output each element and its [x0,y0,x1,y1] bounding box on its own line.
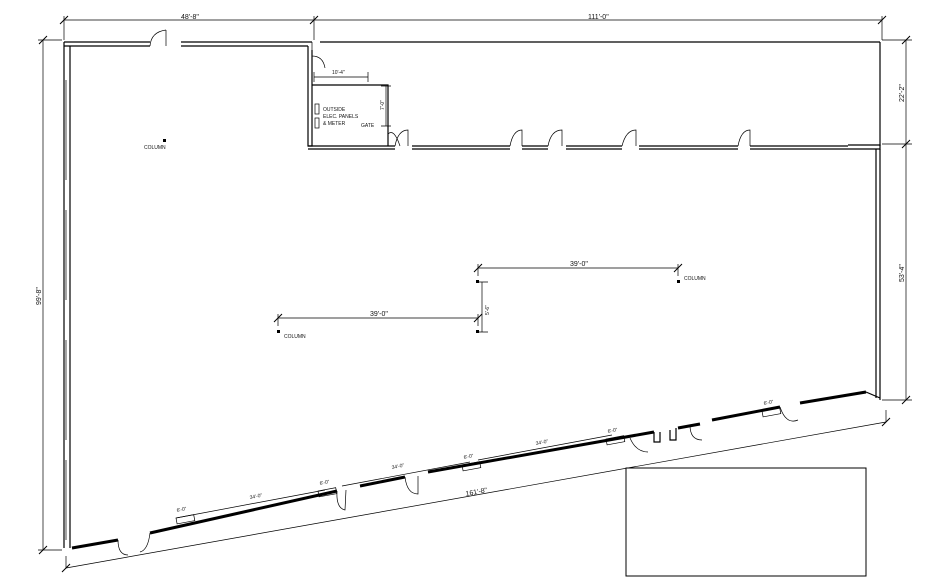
door-swing-top-elec [311,42,326,69]
meter-icon [314,117,320,129]
column-label-3: COLUMN [284,334,306,340]
door-dim-4: 6'-0" [607,427,618,435]
door-swing-sf-6 [779,406,799,422]
door-dim-1: 6'-0" [176,506,187,514]
dim-right-upper: 22'-2" [899,84,906,102]
dim-left: 99'-8" [36,287,43,305]
column-label-1: COLUMN [144,145,166,151]
sf-dim-2: 34'-0" [391,463,405,471]
exterior-walls [63,41,881,550]
elec-label-line2: ELEC. PANELS [323,114,359,120]
door-dim-2: 6'-0" [319,479,330,487]
door-swing-2 [509,129,523,147]
dim-column-offset: 5'-6" [485,305,491,315]
elec-panel-icon [314,103,320,115]
dim-right-lower: 53'-4" [899,264,906,282]
elec-width-dim: 10'-4" [332,70,345,76]
sf-dim-1: 34'-0" [249,493,263,501]
door-swing-sf-5 [689,424,703,441]
door-swing-3 [547,129,563,147]
door-swing-top-left [149,29,167,47]
door-swing-1 [394,129,409,147]
elec-room: OUTSIDE ELEC. PANELS & METER GATE 10'-4"… [312,70,391,146]
elec-label-line3: & METER [323,121,346,127]
door-swing-4 [621,129,637,147]
door-swing-gate [387,132,401,147]
door-swing-sf-3 [404,476,419,495]
columns: COLUMN COLUMN COLUMN 39'-0" 39'-0" 5'-6" [144,139,706,340]
storefront-dimensions: 34'-0" 34'-0" 34'-0" 6'-0" 6'-0" 6'-0" 6… [175,399,782,525]
door-swing-sf-1 [117,532,151,556]
dim-top-right: 111'-0" [588,14,609,21]
door-dim-3: 6'-0" [463,453,474,461]
dim-column-upper: 39'-0" [570,261,588,268]
dim-column-lower: 39'-0" [370,311,388,318]
column-marker-5 [476,330,479,333]
dim-top-left: 48'-8" [181,14,199,21]
elec-depth-dim: 7'-0" [380,100,386,110]
gate-label: GATE [361,123,375,129]
title-block [625,467,867,577]
column-marker-1 [163,139,166,142]
column-label-2: COLUMN [684,276,706,282]
overall-dimensions: 48'-8" 111'-0" 99'-8" 22'-2" 53'-4" 161'… [36,14,912,573]
elec-label-line1: OUTSIDE [323,107,346,113]
column-marker-4 [476,280,479,283]
sf-dim-3: 34'-0" [535,439,549,447]
dim-diagonal: 161'-8" [465,487,488,498]
door-swing-sf-4 [629,437,649,453]
door-swing-sf-2 [336,489,347,511]
column-marker-2 [677,280,680,283]
door-dim-5: 6'-0" [763,399,774,407]
door-swing-5 [737,129,751,147]
column-marker-3 [277,330,280,333]
